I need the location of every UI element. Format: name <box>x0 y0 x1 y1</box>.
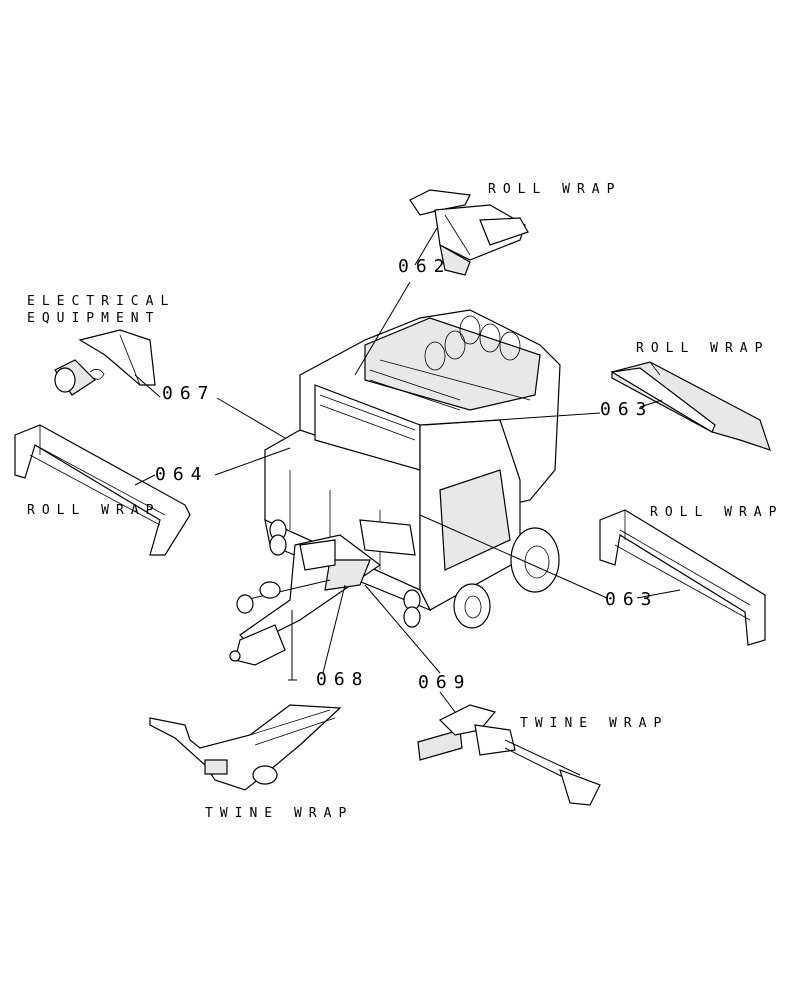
callout-062: 062 <box>398 256 452 277</box>
callout-064: 064 <box>155 464 209 485</box>
label-roll-wrap-left: ROLL WRAP <box>27 503 161 518</box>
callout-063-lower: 063 <box>605 589 659 610</box>
leader-lines <box>134 227 681 713</box>
part-064-roll-wrap <box>14 424 191 556</box>
label-electrical-line2: EQUIPMENT <box>27 311 161 326</box>
round-baler-machine <box>229 309 561 681</box>
part-069-twine-wrap <box>417 704 601 806</box>
part-063-roll-wrap-lower <box>599 509 766 646</box>
label-roll-wrap-right-lower: ROLL WRAP <box>650 505 784 520</box>
label-roll-wrap-right-upper: ROLL WRAP <box>636 341 770 356</box>
callout-069: 069 <box>418 672 472 693</box>
callout-067: 067 <box>162 383 216 404</box>
part-068-twine-wrap <box>149 704 342 791</box>
part-062-roll-wrap <box>409 189 529 276</box>
label-roll-wrap-top: ROLL WRAP <box>488 182 622 197</box>
label-electrical-line1: ELECTRICAL <box>27 294 176 309</box>
label-twine-wrap-right: TWINE WRAP <box>520 716 669 731</box>
callout-068: 068 <box>316 669 370 690</box>
label-twine-wrap-bottom: TWINE WRAP <box>205 806 354 821</box>
part-063-roll-wrap-upper <box>610 361 771 451</box>
callout-063-upper: 063 <box>600 399 654 420</box>
part-067-electrical-equipment <box>54 329 156 396</box>
